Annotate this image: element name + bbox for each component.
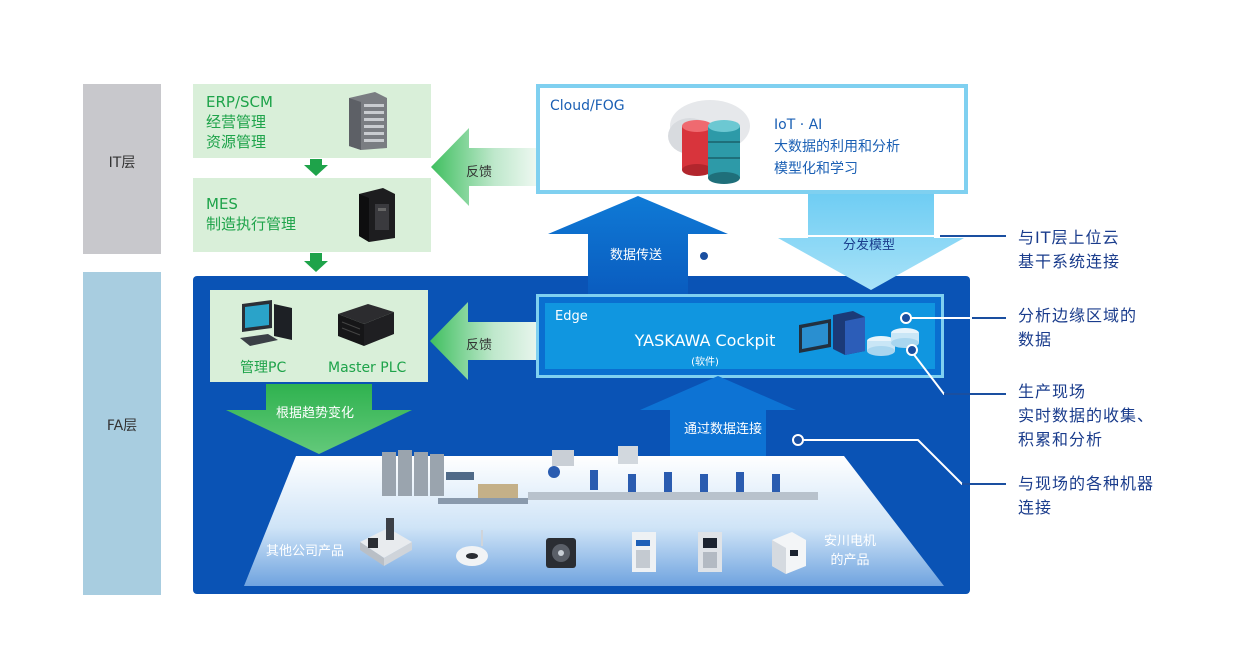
data-connect-label: 通过数据连接 xyxy=(684,422,763,437)
fa-layer-label: FA层 xyxy=(106,418,138,434)
feedback-arrow-top xyxy=(431,128,537,206)
data-send-arrow xyxy=(548,196,728,294)
inverter-icon xyxy=(698,532,722,572)
plc-icon xyxy=(338,304,394,346)
erp-line-3: 资源管理 xyxy=(206,133,267,151)
cloud-line-3: 模型化和学习 xyxy=(774,161,858,177)
erp-line-1: ERP/SCM xyxy=(206,93,273,111)
mes-box: MES 制造执行管理 xyxy=(193,178,431,252)
arrow-down-icon xyxy=(304,159,328,176)
mes-line-2: 制造执行管理 xyxy=(206,215,297,233)
erp-line-2: 经营管理 xyxy=(206,113,267,131)
controller-device-icon xyxy=(360,518,412,566)
servo-drive-icon xyxy=(632,532,656,572)
callout-it-connection: 与IT层上位云 基干系统连接 xyxy=(1018,226,1120,274)
plc-label: Master PLC xyxy=(328,360,407,376)
data-connect-arrow xyxy=(640,376,796,460)
callout-edge-analysis: 分析边缘区域的 数据 xyxy=(1018,304,1137,352)
mes-line-1: MES xyxy=(206,195,238,213)
mes-text: MES 制造执行管理 xyxy=(206,194,296,234)
callout-1-line-2: 基干系统连接 xyxy=(1018,252,1121,271)
cloud-text: IoT · AI 大数据的利用和分析 模型化和学习 xyxy=(774,114,900,180)
edge-software-name: YASKAWA Cockpit xyxy=(634,331,776,350)
feedback-arrow-mid xyxy=(430,302,536,380)
callout-2-line-1: 分析边缘区域的 xyxy=(1018,306,1138,325)
callout-4-line-2: 连接 xyxy=(1018,498,1053,517)
robot-controller-icon xyxy=(772,532,806,574)
it-layer-bar: IT层 xyxy=(83,84,161,254)
yaskawa-products-line-2: 的产品 xyxy=(830,553,870,568)
edge-inner: Edge YASKAWA Cockpit (软件) xyxy=(545,303,935,369)
callout-3-line-2: 实时数据的收集、 xyxy=(1018,406,1155,425)
cloud-line-2: 大数据的利用和分析 xyxy=(774,139,900,155)
server-box-icon xyxy=(359,188,395,242)
feedback-label-mid: 反馈 xyxy=(466,338,493,353)
callout-2-line-2: 数据 xyxy=(1018,330,1053,349)
erp-text: ERP/SCM 经营管理 资源管理 xyxy=(206,92,273,152)
arrow-down-icon xyxy=(304,253,328,272)
server-rack-icon xyxy=(349,92,387,150)
yaskawa-products-label: 安川电机 的产品 xyxy=(824,532,876,570)
cloud-title: Cloud/FOG xyxy=(550,98,625,114)
fa-control-box: 管理PC Master PLC xyxy=(210,290,428,382)
erp-box: ERP/SCM 经营管理 资源管理 xyxy=(193,84,431,158)
callout-4-line-1: 与现场的各种机器 xyxy=(1018,474,1155,493)
computer-icon xyxy=(240,300,292,346)
other-company-products-label: 其他公司产品 xyxy=(266,544,345,559)
edge-software-sub: (软件) xyxy=(691,357,719,368)
fa-layer-bar: FA层 xyxy=(83,272,161,595)
distribute-model-arrow xyxy=(778,194,964,290)
factory-line-image xyxy=(382,446,818,504)
callout-1-line-1: 与IT层上位云 xyxy=(1018,228,1120,247)
cloud-box: Cloud/FOG IoT · AI 大数据的利用和分析 模型化和学习 xyxy=(536,84,968,194)
pc-label: 管理PC xyxy=(240,360,287,376)
yaskawa-products-line-1: 安川电机 xyxy=(824,534,877,549)
cloud-line-1: IoT · AI xyxy=(774,117,823,133)
callout-machine-connection: 与现场的各种机器 连接 xyxy=(1018,472,1154,520)
feedback-label-top: 反馈 xyxy=(466,165,493,180)
edge-computer-database-icon xyxy=(799,311,919,356)
trend-change-arrow xyxy=(226,384,412,454)
edge-title: Edge xyxy=(555,309,588,324)
trend-change-label: 根据趋势变化 xyxy=(276,406,355,421)
cloud-database-icon xyxy=(668,100,750,184)
callout-3-line-3: 积累和分析 xyxy=(1018,430,1104,449)
it-layer-label: IT层 xyxy=(108,155,136,171)
callout-3-line-1: 生产现场 xyxy=(1018,382,1087,401)
wireless-module-icon xyxy=(456,530,488,566)
servo-motor-icon xyxy=(546,538,576,568)
data-send-label: 数据传送 xyxy=(610,248,663,263)
edge-box: Edge YASKAWA Cockpit (软件) xyxy=(536,294,944,378)
distribute-model-label: 分发模型 xyxy=(843,238,896,253)
callout-realtime-data: 生产现场 实时数据的收集、 积累和分析 xyxy=(1018,380,1154,452)
